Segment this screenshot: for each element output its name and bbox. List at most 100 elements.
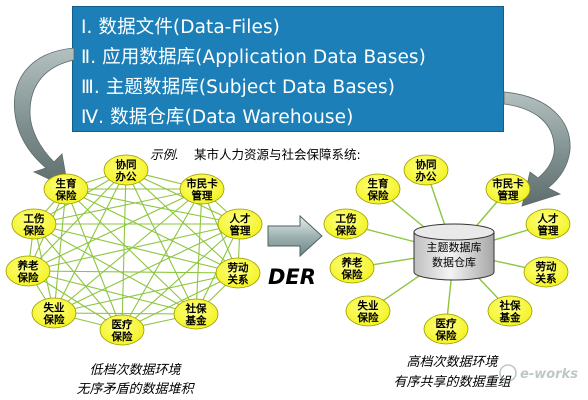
- level-2-text: Ⅱ. 应用数据库(Application Data Bases): [81, 47, 426, 68]
- level-1-text: Ⅰ. 数据文件(Data-Files): [81, 17, 280, 38]
- right-node-xiexie-shape: [403, 154, 449, 186]
- example-text: 某市人力资源与社会保障系统:: [194, 147, 361, 162]
- left-node-shebao-label: 基金: [185, 314, 207, 327]
- mesh-edge: [121, 223, 241, 331]
- left-node-shimin-shape: [179, 173, 225, 205]
- mesh-edge: [33, 223, 239, 274]
- right-node-yanglao-shape: [329, 252, 375, 284]
- right-node-rencai-label: 人才: [538, 212, 559, 225]
- left-node-shimin-label: 管理: [192, 189, 213, 202]
- right-node-rencai-shape: [525, 208, 571, 240]
- right-node-yanglao-label: 保险: [341, 268, 363, 281]
- left-node-shebao-shape: [173, 298, 219, 330]
- left-node-laodong-shape: [215, 257, 261, 289]
- left-node-rencai-label: 管理: [230, 224, 251, 237]
- right-node-shimin-label: 市民卡: [492, 177, 524, 190]
- mesh-edge: [53, 188, 67, 314]
- database-label-line1: 主题数据库: [427, 240, 482, 254]
- left-node-xiexie-shape: [103, 154, 149, 186]
- right-node-shimin-shape: [485, 173, 531, 205]
- mesh-edge: [53, 312, 197, 315]
- mesh-edge: [65, 188, 241, 225]
- left-node-shiye-label: 失业: [44, 301, 65, 314]
- levels-panel: Ⅰ. 数据文件(Data-Files) Ⅱ. 应用数据库(Application…: [72, 6, 504, 132]
- left-node-yiliao-label: 医疗: [112, 318, 133, 331]
- right-caption-line2: 有序共享的数据重组: [393, 374, 511, 390]
- right-caption-line1: 高档次数据环境: [406, 355, 499, 370]
- der-arrow: [267, 214, 323, 258]
- right-node-shengyu-shape: [355, 173, 401, 205]
- right-node-shiye-shape: [345, 295, 391, 327]
- right-node-yiliao-label: 保险: [435, 329, 457, 342]
- mesh-edge: [65, 188, 239, 274]
- mesh-edge: [27, 270, 239, 274]
- right-node-shebao-label: 社保: [499, 299, 521, 312]
- mesh-edge: [53, 223, 241, 314]
- right-node-shengyu-label: 保险: [367, 189, 389, 202]
- right-node-yanglao-label: 养老: [341, 256, 363, 269]
- right-node-gongshang-label: 工伤: [336, 212, 357, 225]
- left-caption-line2: 无序矛盾的数据堆积: [76, 382, 195, 397]
- mesh-edge: [53, 188, 203, 314]
- left-node-shimin-label: 市民卡: [186, 177, 218, 190]
- right-node-gongshang-label: 保险: [335, 224, 357, 237]
- right-node-shebao-shape: [487, 295, 533, 327]
- right-node-gongshang-shape: [323, 208, 369, 240]
- mesh-edge: [125, 169, 239, 274]
- level-4-text: Ⅳ. 数据仓库(Data Warehouse): [81, 107, 354, 128]
- left-node-shengyu-shape: [43, 173, 89, 205]
- curved-arrow-left: [14, 47, 75, 189]
- mesh-edge: [27, 270, 197, 315]
- watermark-text: e-works: [520, 367, 578, 382]
- central-database: 主题数据库 数据仓库: [413, 223, 495, 281]
- right-node-shiye-label: 保险: [357, 311, 379, 324]
- left-node-yanglao-label: 保险: [17, 271, 39, 284]
- right-node-yiliao-label: 医疗: [436, 317, 457, 330]
- left-caption-line1: 低档次数据环境: [89, 363, 182, 378]
- mesh-edge: [27, 169, 127, 272]
- mesh-edge: [33, 223, 123, 331]
- right-node-shiye-label: 失业: [358, 299, 379, 312]
- right-node-rencai-label: 管理: [538, 224, 559, 237]
- mesh-edge: [121, 272, 239, 331]
- right-node-xiexie-label: 办公: [416, 170, 437, 183]
- right-node-shebao-label: 基金: [499, 311, 521, 324]
- left-node-laodong-label: 关系: [228, 273, 249, 286]
- right-node-laodong-label: 关系: [536, 272, 557, 285]
- mesh-edge: [27, 188, 203, 272]
- right-node-laodong-label: 劳动: [536, 260, 557, 273]
- der-label: DER: [268, 265, 316, 289]
- left-node-shiye-shape: [31, 297, 77, 329]
- mesh-edge: [65, 188, 197, 315]
- left-node-yanglao-label: 养老: [17, 259, 39, 272]
- right-node-shengyu-label: 生育: [368, 177, 389, 190]
- left-nodes: 协同办公市民卡管理人才管理劳动关系社保基金医疗保险失业保险养老保险工伤保险生育保…: [5, 154, 263, 346]
- database-label-line2: 数据仓库: [432, 255, 476, 269]
- curved-arrow-right: [503, 91, 571, 207]
- example-prefix: 示例.: [150, 147, 179, 162]
- mesh-edge: [121, 188, 203, 331]
- left-node-shengyu-label: 生育: [56, 177, 77, 190]
- mesh-edge: [65, 188, 123, 331]
- level-3-text: Ⅲ. 主题数据库(Subject Data Bases): [81, 77, 396, 98]
- mesh-edge: [33, 188, 203, 225]
